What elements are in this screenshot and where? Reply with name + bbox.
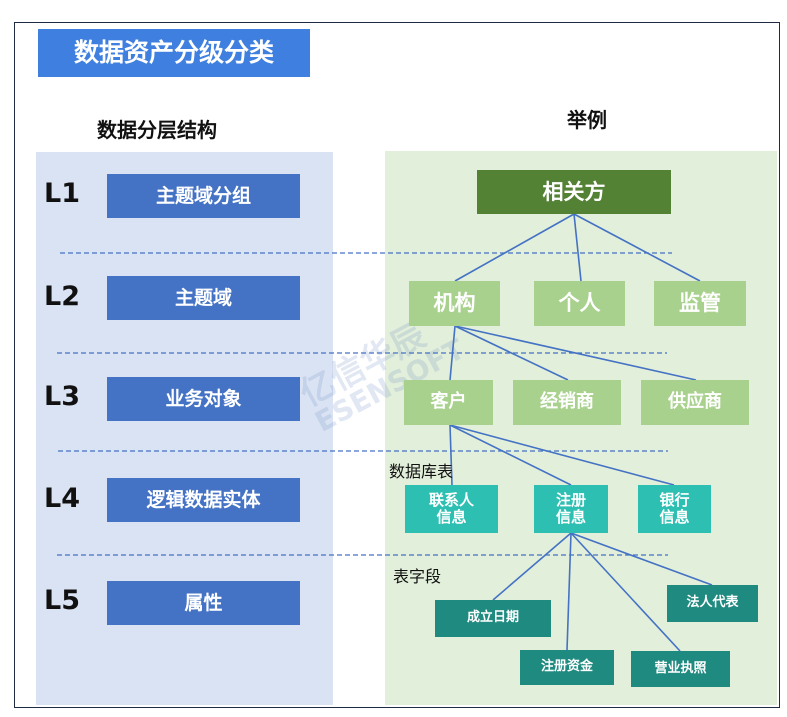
node-founded-date: 成立日期 bbox=[435, 600, 551, 637]
node-registered-capital: 注册资金 bbox=[520, 650, 614, 685]
left-header: 数据分层结构 bbox=[97, 118, 217, 142]
node-registration-info: 注册 信息 bbox=[534, 485, 608, 533]
level-box-l5: 属性 bbox=[107, 581, 300, 625]
edge-register-license bbox=[570, 532, 681, 652]
node-organization: 机构 bbox=[409, 281, 500, 326]
node-supplier: 供应商 bbox=[641, 380, 749, 425]
level-separators bbox=[57, 252, 672, 556]
edge-customer-register bbox=[449, 424, 572, 486]
node-legal-representative: 法人代表 bbox=[667, 585, 758, 622]
level-box-l1: 主题域分组 bbox=[107, 174, 300, 218]
edge-org-dealer bbox=[454, 325, 569, 381]
node-regulator: 监管 bbox=[654, 281, 746, 326]
node-related-party: 相关方 bbox=[477, 170, 671, 214]
level-id-l3: L3 bbox=[44, 381, 80, 412]
tree-edges bbox=[449, 213, 713, 652]
note-database-table: 数据库表 bbox=[389, 462, 454, 481]
edge-register-capital bbox=[566, 532, 572, 651]
node-contact-info: 联系人 信息 bbox=[405, 485, 498, 533]
edge-l1-person bbox=[573, 213, 582, 282]
node-individual: 个人 bbox=[534, 281, 625, 326]
note-table-field: 表字段 bbox=[393, 567, 442, 586]
page-title: 数据资产分级分类 bbox=[38, 29, 310, 77]
node-bank-info: 银行 信息 bbox=[638, 485, 711, 533]
edge-org-customer bbox=[449, 325, 456, 381]
edge-l1-regulator bbox=[573, 213, 701, 282]
edge-register-legal-rep bbox=[570, 532, 713, 586]
level-box-l2: 主题域 bbox=[107, 276, 300, 320]
right-header: 举例 bbox=[567, 108, 607, 132]
node-dealer: 经销商 bbox=[513, 380, 621, 425]
node-business-license: 营业执照 bbox=[631, 651, 730, 687]
level-id-l5: L5 bbox=[44, 585, 80, 616]
edge-customer-contact bbox=[449, 424, 453, 486]
edge-customer-bank bbox=[449, 424, 675, 486]
level-box-l3: 业务对象 bbox=[107, 377, 300, 421]
edge-register-founded bbox=[492, 532, 572, 601]
edge-org-supplier bbox=[454, 325, 697, 381]
node-customer: 客户 bbox=[404, 380, 493, 425]
level-box-l4: 逻辑数据实体 bbox=[107, 478, 300, 522]
edge-l1-org bbox=[454, 213, 575, 282]
level-id-l1: L1 bbox=[44, 178, 80, 209]
level-id-l2: L2 bbox=[44, 281, 80, 312]
level-id-l4: L4 bbox=[44, 483, 80, 514]
